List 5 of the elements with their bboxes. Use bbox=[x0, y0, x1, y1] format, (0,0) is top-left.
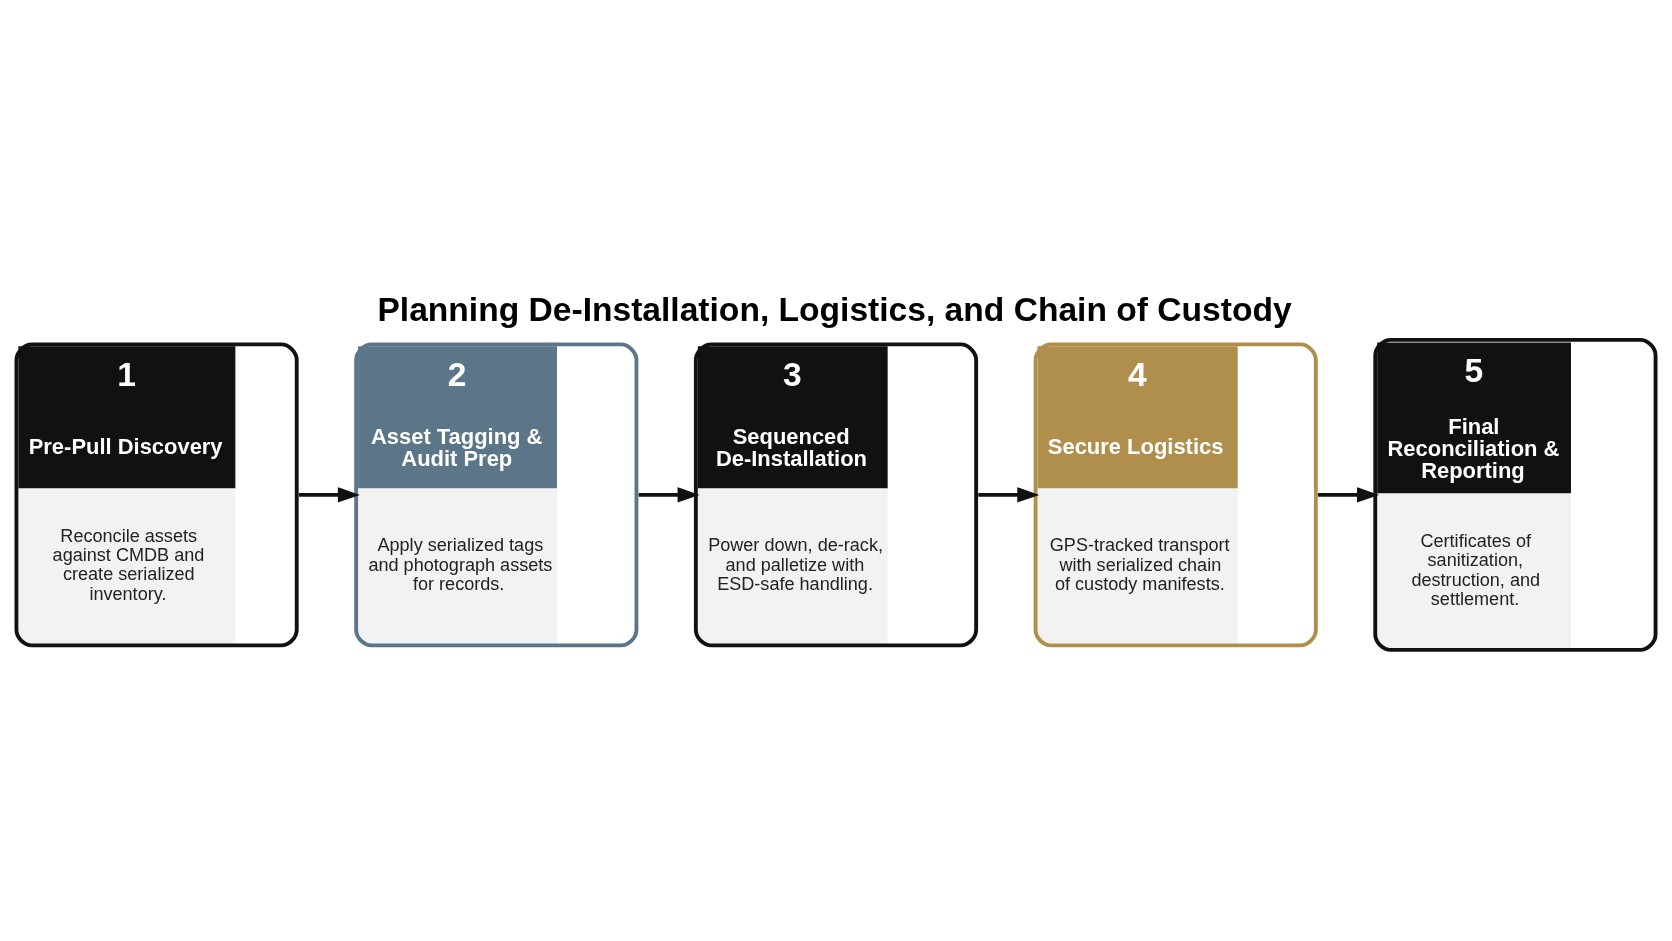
arrow bbox=[298, 486, 360, 503]
arrow bbox=[1318, 486, 1379, 503]
arrow bbox=[638, 486, 700, 503]
arrow bbox=[978, 486, 1040, 503]
diagram-title: Planning De-Installation, Logistics, and Chain of Custody bbox=[377, 290, 1292, 328]
